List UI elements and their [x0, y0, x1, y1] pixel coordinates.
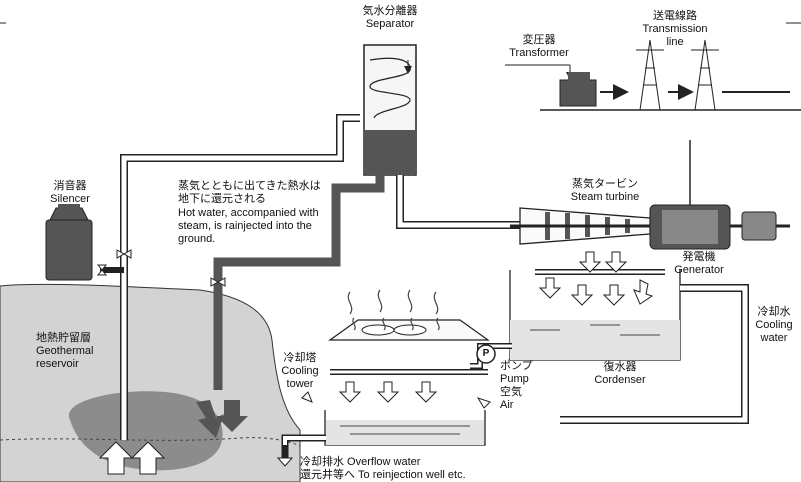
- hot-water-note-jp1: 蒸気とともに出てきた熱水は: [178, 180, 321, 192]
- cooling-water-label-en1: Cooling: [755, 319, 793, 331]
- silencer-label-jp: 消音器: [53, 180, 87, 192]
- steam-supply-pipe: [100, 114, 360, 440]
- cooling-tower: [281, 319, 490, 446]
- generator-label-en: Generator: [674, 264, 724, 276]
- cooling-tower-label-en1: Cooling: [281, 365, 319, 377]
- reservoir-label-jp: 地熱貯留層: [36, 332, 91, 344]
- transformer-label-jp: 変圧器: [522, 34, 556, 46]
- cooling-water-pipe: [560, 284, 749, 424]
- overflow-label-line1: 冷却排水 Overflow water: [300, 456, 421, 468]
- pump-label-en: Pump: [500, 373, 529, 385]
- cooling-tower-label-jp: 冷却塔: [283, 352, 317, 364]
- overflow-pipe: [276, 445, 294, 467]
- transformer-label-en: Transformer: [509, 47, 569, 59]
- reservoir-label-en1: Geothermal: [36, 345, 94, 357]
- generator: [649, 170, 777, 250]
- valves: [96, 249, 226, 287]
- cooling-water-label-en2: water: [760, 332, 788, 344]
- hot-water-note-jp2: 地下に還元される: [178, 193, 266, 205]
- turbine-label-en: Steam turbine: [570, 191, 640, 203]
- condenser: [509, 269, 681, 361]
- transmission-label-en2: line: [666, 36, 684, 48]
- hot-water-note-en3: ground.: [178, 233, 216, 245]
- turbine-label-jp: 蒸気タービン: [572, 178, 638, 190]
- steam-plumes: [347, 289, 440, 331]
- cooling-water-label-jp: 冷却水: [757, 306, 791, 318]
- transformer-and-lines: [505, 39, 801, 170]
- generator-label-jp: 発電機: [682, 251, 716, 263]
- transmission-label-en1: Transmission: [642, 23, 708, 35]
- condenser-label-en: Cordenser: [594, 374, 646, 386]
- silencer: [45, 204, 93, 281]
- reservoir-label-en2: reservoir: [36, 358, 79, 370]
- cooling-tower-flow-arrows: [301, 381, 491, 409]
- air-label-en: Air: [500, 399, 514, 411]
- separator-label-jp: 気水分離器: [362, 5, 418, 17]
- pump-label-jp: ポンプ: [500, 360, 533, 372]
- air-label-jp: 空気: [500, 386, 522, 398]
- cooling-tower-label-en2: tower: [286, 378, 314, 390]
- reservoir-flow-arrows: [98, 400, 248, 475]
- separator-label-en: Separator: [365, 18, 415, 30]
- overflow-label-line2: 還元井等へ To reinjection well etc.: [300, 469, 466, 481]
- separator-vessel: [363, 44, 417, 176]
- silencer-label-en: Silencer: [50, 193, 90, 205]
- transmission-label-jp: 送電線路: [653, 10, 697, 22]
- hot-water-return-pipe: [213, 175, 385, 390]
- pump-symbol: P: [482, 348, 490, 359]
- condenser-label-jp: 復水器: [603, 361, 637, 373]
- condenser-flow-arrows: [538, 251, 654, 306]
- hot-water-note-en2: steam, is rainjected into the: [178, 220, 312, 232]
- pump-line: [470, 343, 512, 369]
- steam-to-turbine-pipe: [396, 175, 525, 229]
- hot-water-note-en1: Hot water, accompanied with: [178, 207, 319, 219]
